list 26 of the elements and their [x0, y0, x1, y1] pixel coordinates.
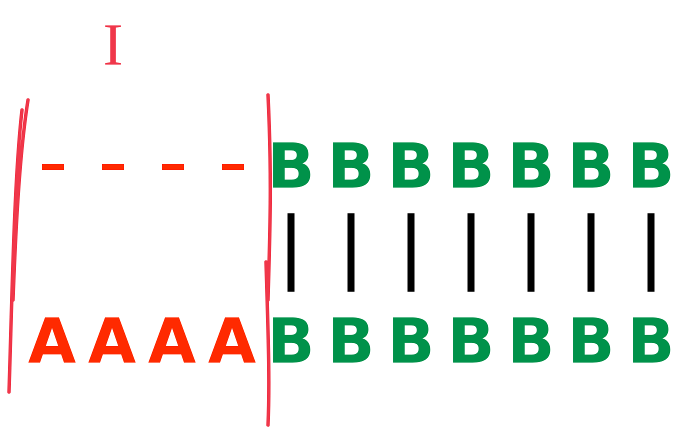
letter: B: [513, 317, 550, 363]
connector-line: [648, 213, 654, 292]
letter: B: [333, 317, 370, 363]
letter: B: [633, 142, 670, 188]
connector-line: [468, 213, 474, 292]
connector-line: [588, 213, 594, 292]
letter: A: [88, 317, 136, 363]
letter: B: [573, 317, 610, 363]
handwritten-label: I: [105, 25, 121, 65]
letter: B: [573, 142, 610, 188]
letter: B: [273, 142, 310, 188]
letter: A: [208, 317, 256, 363]
letter: B: [273, 317, 310, 363]
letter: B: [633, 317, 670, 363]
letter: B: [513, 142, 550, 188]
letter: B: [453, 142, 490, 188]
letter: B: [393, 142, 430, 188]
letter: B: [453, 317, 490, 363]
letter: A: [28, 317, 76, 363]
connector-line: [288, 213, 294, 292]
letter: B: [333, 142, 370, 188]
connector-line: [408, 213, 414, 292]
letter: A: [148, 317, 196, 363]
connector-line: [528, 213, 534, 292]
connector-line: [348, 213, 354, 292]
letter: B: [393, 317, 430, 363]
